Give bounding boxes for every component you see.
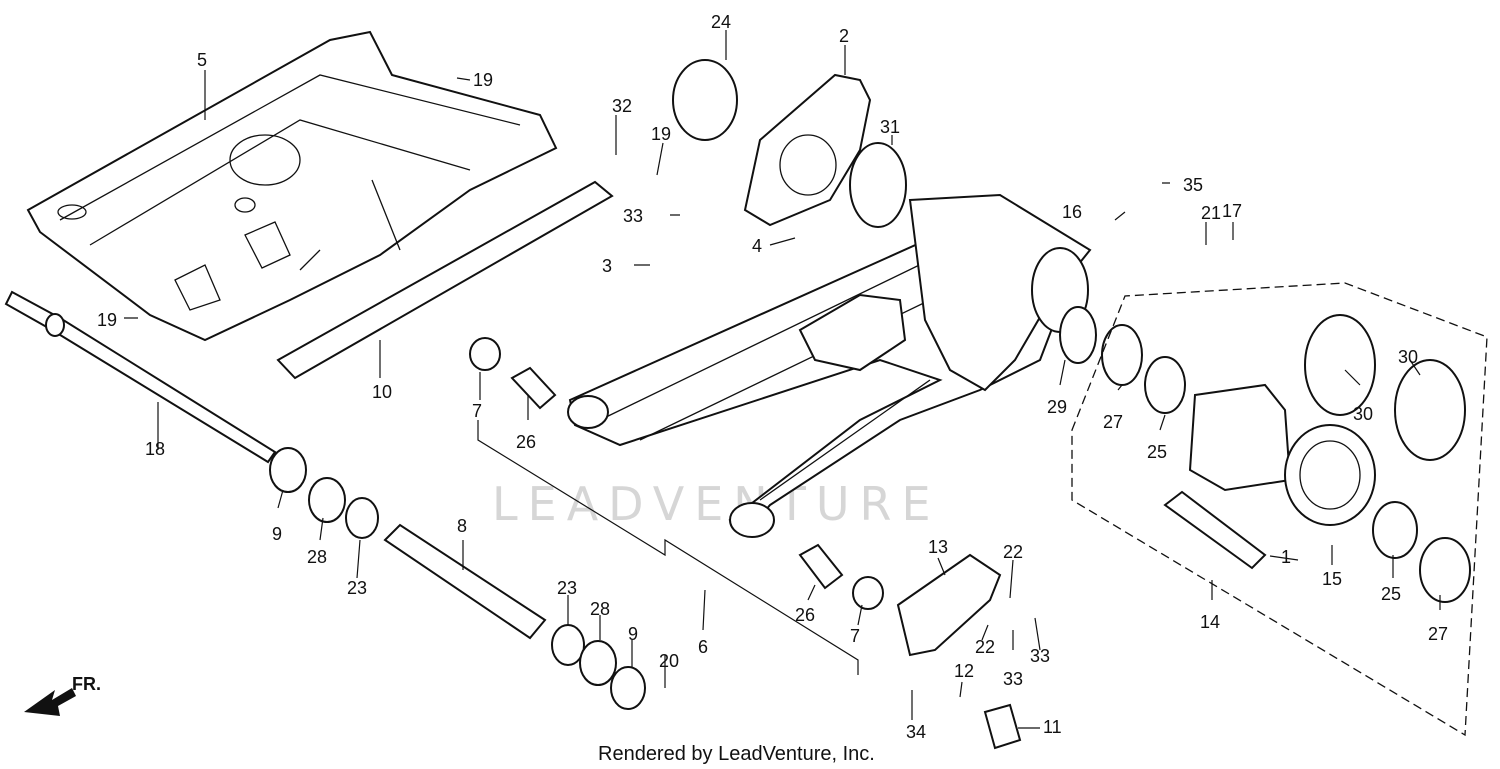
label-7b: 7 [850,626,860,646]
chain-slider [896,553,1002,657]
label-18: 18 [145,439,165,459]
label-23a: 23 [347,578,367,598]
label-27b: 27 [1428,624,1448,644]
bearing-housing [1188,383,1376,526]
label-28b: 28 [590,599,610,619]
label-19c: 19 [97,310,117,330]
label-20: 20 [659,651,679,671]
label-15: 15 [1322,569,1342,589]
label-2: 2 [839,26,849,46]
label-28a: 28 [307,547,327,567]
chain-guide-strip [276,180,614,380]
label-30a: 30 [1353,404,1373,424]
label-22a: 22 [1003,542,1023,562]
label-33a: 33 [623,206,643,226]
label-9a: 9 [272,524,282,544]
part-labels: 1 2 3 4 5 6 7 7 8 9 9 10 11 12 13 14 15 … [97,12,1448,742]
label-1: 1 [1281,547,1291,567]
watermark: LEADVENTURE [492,477,941,531]
label-24: 24 [711,12,731,32]
label-26b: 26 [795,605,815,625]
label-34: 34 [906,722,926,742]
label-3: 3 [602,256,612,276]
front-direction-arrow: FR. [24,674,101,716]
spacers [383,366,1267,750]
label-26a: 26 [516,432,536,452]
label-33b: 33 [1030,646,1050,666]
label-23b: 23 [557,578,577,598]
label-10: 10 [372,382,392,402]
label-19a: 19 [473,70,493,90]
label-6: 6 [698,637,708,657]
skid-plate [26,30,558,342]
label-27a: 27 [1103,412,1123,432]
rings [269,59,1471,710]
label-25b: 25 [1381,584,1401,604]
label-29: 29 [1047,397,1067,417]
label-21: 21 [1201,203,1221,223]
brake-plate [743,73,872,227]
group-lines [477,282,1488,737]
label-32: 32 [612,96,632,116]
pivot-bolt [4,290,277,464]
svg-text:FR.: FR. [72,674,101,694]
label-4: 4 [752,236,762,256]
label-17: 17 [1222,201,1242,221]
label-22b: 22 [975,637,995,657]
label-7a: 7 [472,401,482,421]
label-16: 16 [1062,202,1082,222]
label-13: 13 [928,537,948,557]
label-35: 35 [1183,175,1203,195]
label-30b: 30 [1398,347,1418,367]
label-33c: 33 [1003,669,1023,689]
label-19b: 19 [651,124,671,144]
render-credit: Rendered by LeadVenture, Inc. [598,743,875,765]
leader-lines [124,30,1441,729]
label-8: 8 [457,516,467,536]
label-12: 12 [954,661,974,681]
label-25a: 25 [1147,442,1167,462]
label-31: 31 [880,117,900,137]
label-14: 14 [1200,612,1220,632]
label-9b: 9 [628,624,638,644]
label-5: 5 [197,50,207,70]
label-11: 11 [1043,717,1062,737]
